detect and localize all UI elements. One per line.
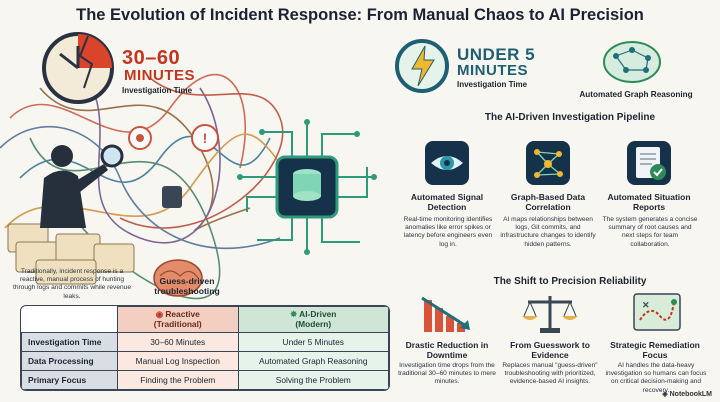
ai-cell: Solving the Problem — [237, 370, 389, 390]
report-check-icon — [627, 141, 671, 185]
detective-silhouette — [40, 145, 108, 228]
ai-header-line1: AI-Driven — [299, 308, 337, 319]
row-label: Investigation Time — [21, 332, 118, 352]
warning-icon: ! — [191, 124, 219, 152]
ai-time-value: UNDER 5 — [457, 45, 536, 64]
page-title: The Evolution of Incident Response: From… — [76, 6, 644, 24]
bug-icon — [128, 126, 152, 150]
guess-driven-label: Guess-driven troubleshooting — [154, 276, 220, 296]
step-1-text: Real-time monitoring identifies anomalie… — [403, 216, 493, 248]
brain-network-icon — [603, 41, 661, 83]
row-label: Data Processing — [21, 351, 118, 371]
svg-text:✕: ✕ — [642, 300, 650, 310]
shift-heading: The Shift to Precision Reliability — [493, 276, 647, 287]
alert-icon: ◉ — [155, 308, 164, 319]
step-2-text: AI maps relationships between logs, Git … — [500, 216, 596, 248]
magnifying-glass-icon — [100, 144, 124, 168]
ai-cell: Automated Graph Reasoning — [237, 351, 389, 371]
shift-3-text: AI handles the data-heavy investigation … — [605, 362, 707, 394]
reactive-cell: 30–60 Minutes — [117, 332, 239, 352]
ai-header-line2: (Modern) — [295, 318, 332, 329]
lightning-clock-icon — [395, 39, 449, 93]
ai-time-label: Investigation Time — [457, 80, 528, 89]
step-2-title: Graph-Based Data Correlation — [510, 192, 586, 212]
row-label: Primary Focus — [21, 370, 118, 390]
shift-1-title: Drastic Reduction in Downtime — [405, 340, 489, 360]
downtrend-chart-icon — [421, 296, 470, 332]
comparison-table: ◉ Reactive (Traditional) ✸ AI-Driven (Mo… — [20, 305, 390, 391]
manual-time-label: Investigation Time — [122, 86, 193, 95]
ai-time-unit: MINUTES — [457, 62, 528, 79]
svg-text:!: ! — [203, 130, 208, 146]
brand-text: NotebookLM — [669, 391, 712, 398]
reactive-cell: Finding the Problem — [117, 370, 239, 390]
manual-description: Traditionally, incident response is a re… — [12, 268, 132, 300]
manual-time-value: 30–60 — [122, 47, 181, 69]
network-graph-icon — [526, 141, 570, 185]
manual-time-unit: MINUTES — [124, 67, 195, 84]
table-row: Investigation Time 30–60 Minutes Under 5… — [21, 332, 389, 352]
shift-1-text: Investigation time drops from the tradit… — [398, 362, 496, 386]
step-3-text: The system generates a concise summary o… — [602, 216, 698, 248]
ai-chip-small-icon: ✸ — [290, 308, 298, 319]
ai-header: ✸ AI-Driven (Modern) — [237, 306, 389, 333]
reactive-header: ◉ Reactive (Traditional) — [117, 306, 239, 333]
eye-icon — [425, 141, 469, 185]
strategy-map-icon: ✕ — [633, 293, 681, 331]
manual-chaos-illustration: ! — [0, 32, 291, 300]
pipeline-heading: The AI-Driven Investigation Pipeline — [484, 112, 656, 123]
graph-reasoning-label: Automated Graph Reasoning — [579, 90, 693, 99]
server-icon — [162, 186, 182, 208]
step-3-title: Automated Situation Reports — [607, 192, 691, 212]
broken-clock-icon — [42, 32, 114, 104]
shift-3-title: Strategic Remediation Focus — [610, 340, 700, 360]
brand-label: ◈ NotebookLM — [662, 390, 712, 398]
reactive-cell: Manual Log Inspection — [117, 351, 239, 371]
shift-2-title: From Guesswork to Evidence — [510, 340, 590, 360]
ai-chip-illustration — [237, 119, 377, 255]
table-row: Primary Focus Finding the Problem Solvin… — [21, 370, 389, 390]
shift-2-text: Replaces manual "guess-driven" troublesh… — [502, 362, 598, 386]
table-corner — [21, 306, 118, 333]
brain-icon — [153, 259, 203, 297]
table-row: Data Processing Manual Log Inspection Au… — [21, 351, 389, 371]
step-1-title: Automated Signal Detection — [410, 192, 484, 212]
ai-cell: Under 5 Minutes — [237, 332, 389, 352]
balance-scale-icon — [522, 296, 578, 333]
reactive-header-line1: Reactive — [165, 308, 200, 319]
notebook-icon: ◈ — [662, 391, 668, 398]
reactive-header-line2: (Traditional) — [153, 318, 202, 329]
